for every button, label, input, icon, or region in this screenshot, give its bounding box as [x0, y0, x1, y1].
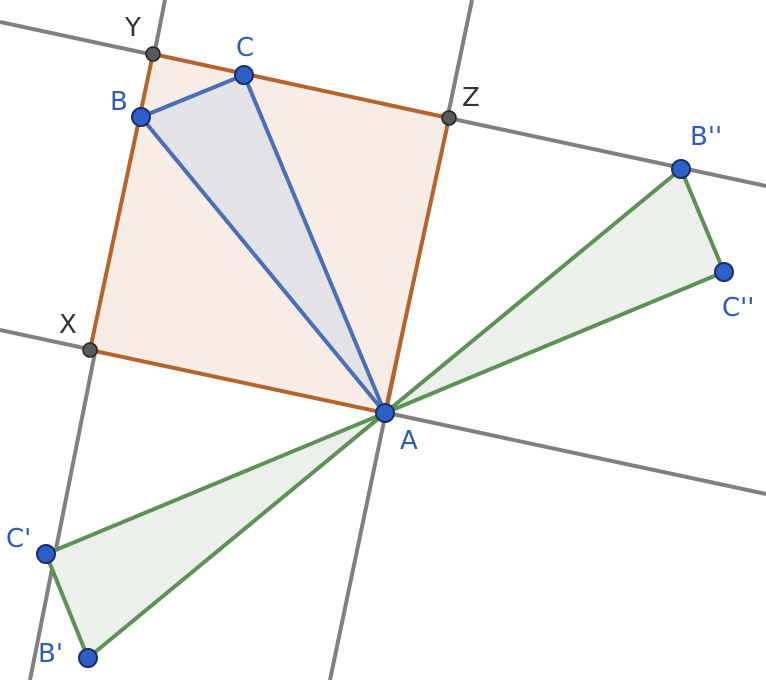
points — [36, 46, 734, 668]
label-a: A — [400, 426, 418, 456]
triangle-edge-a-c1 — [45, 411, 386, 556]
label-y: Y — [124, 13, 141, 43]
triangle-edge-ca — [242, 74, 387, 414]
label-b1: B' — [38, 639, 63, 669]
triangle-ab1c1-edges — [44, 411, 387, 660]
square-edge-xy — [88, 53, 155, 351]
point-labels: Y Z X C B A B'' C'' C' B' — [6, 13, 754, 669]
label-c1: C' — [6, 524, 31, 554]
triangle-ab2c2-edges — [383, 167, 726, 415]
point-x[interactable] — [82, 342, 98, 358]
point-a[interactable] — [375, 403, 395, 423]
point-c[interactable] — [234, 65, 254, 85]
triangle-abc — [141, 75, 385, 413]
point-c2[interactable] — [714, 262, 734, 282]
triangle-edge-c2-a — [384, 270, 725, 415]
triangle-ab1c1 — [46, 413, 385, 658]
label-b: B — [110, 87, 128, 117]
point-b1[interactable] — [78, 648, 98, 668]
triangle-edge-c1-b1 — [44, 553, 90, 659]
triangle-edge-b2-c2 — [679, 168, 726, 273]
triangle-edge-ab — [139, 115, 387, 415]
point-b[interactable] — [131, 107, 151, 127]
square-edges — [88, 52, 451, 415]
triangle-edge-b1-a — [86, 411, 387, 660]
point-y[interactable] — [145, 46, 161, 62]
label-x: X — [59, 310, 77, 340]
square-edge-za — [383, 117, 451, 414]
triangle-edge-bc — [140, 73, 245, 119]
label-c2: C'' — [722, 293, 754, 323]
label-z: Z — [462, 83, 480, 113]
point-b2[interactable] — [671, 159, 691, 179]
triangle-abc-edges — [139, 73, 387, 415]
label-c: C — [236, 33, 254, 63]
triangle-edge-a-b2 — [383, 167, 683, 415]
point-z[interactable] — [441, 110, 457, 126]
point-c1[interactable] — [36, 544, 56, 564]
square-edge-ax — [89, 348, 386, 415]
square-edge-yz — [152, 52, 450, 120]
label-b2: B'' — [690, 122, 722, 152]
triangle-ab2c2 — [385, 169, 724, 413]
